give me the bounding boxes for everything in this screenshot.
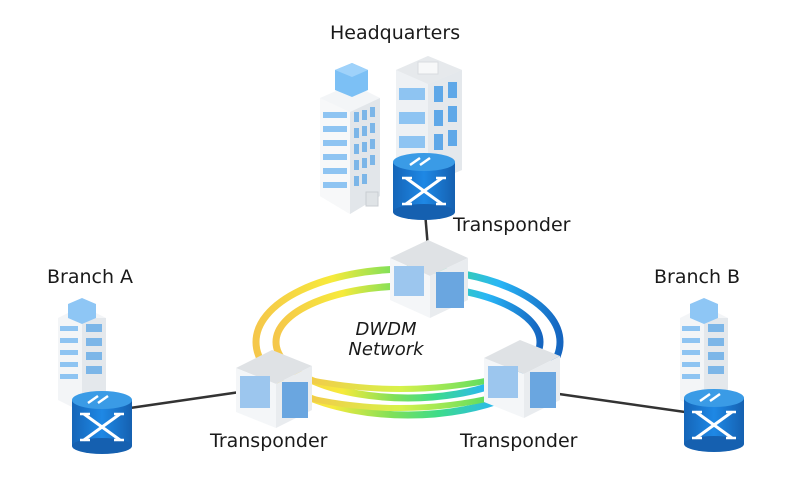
branch-a-label: Branch A — [47, 266, 134, 288]
hq-router-icon — [393, 153, 455, 220]
transponder-left-label: Transponder — [210, 430, 328, 452]
dwdm-network-label: DWDM Network — [336, 320, 436, 360]
transponder-right-label: Transponder — [460, 430, 578, 452]
transponder-top-label: Transponder — [453, 214, 571, 236]
transponder-right-icon — [484, 340, 560, 418]
transponder-left-icon — [236, 350, 312, 428]
ring-bottom-outer — [299, 393, 501, 411]
transponder-top-icon — [390, 240, 468, 318]
branch-b-label: Branch B — [654, 266, 741, 288]
headquarters-label: Headquarters — [330, 22, 461, 44]
access-links — [129, 211, 686, 414]
dwdm-label-line1: DWDM — [355, 319, 417, 340]
branch-a-building — [58, 298, 106, 412]
branch-a-router-icon — [72, 391, 132, 454]
link-branch-b-transponder — [544, 390, 686, 414]
dwdm-label-line2: Network — [348, 339, 424, 360]
branch-b-building — [680, 298, 728, 412]
link-branch-a-transponder — [129, 390, 241, 410]
hq-building-tall — [320, 63, 380, 214]
ring-bottom-inner — [299, 375, 501, 392]
branch-b-router-icon — [684, 389, 744, 452]
